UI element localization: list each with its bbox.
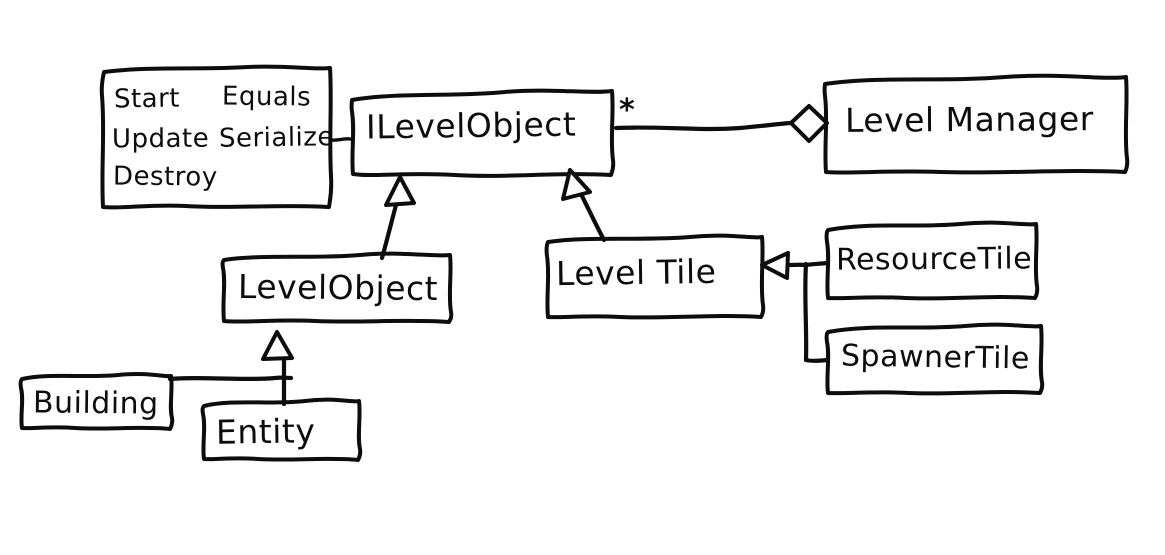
generalization-arrow-leveltile bbox=[561, 168, 592, 201]
generalization-arrow-levelobject bbox=[384, 175, 416, 207]
entity-box bbox=[200, 397, 363, 462]
class-label-entity: Entity bbox=[215, 411, 316, 452]
levelobject-box bbox=[220, 251, 454, 324]
tile-elbow-vertical bbox=[803, 261, 809, 363]
class-label-building: Building bbox=[32, 385, 159, 422]
generalization-line-spawnertile bbox=[803, 357, 830, 363]
aggregation-diamond bbox=[789, 104, 829, 143]
spawnertile-box bbox=[824, 322, 1045, 396]
building-box bbox=[18, 372, 175, 431]
subclass-bar-horizontal bbox=[167, 375, 294, 382]
class-label-spawnertile: SpawnerTile bbox=[840, 338, 1031, 377]
leveltile-box bbox=[544, 233, 766, 320]
note-anchor-line bbox=[329, 137, 352, 142]
methods-note-box bbox=[99, 64, 334, 210]
class-label-levelmanager: Level Manager bbox=[844, 99, 1094, 140]
generalization-line-resourcetile bbox=[803, 260, 830, 268]
class-label-leveltile: Level Tile bbox=[555, 251, 717, 294]
note-method-start: Start bbox=[113, 83, 181, 115]
note-method-update: Update bbox=[111, 123, 210, 155]
levelmanager-box bbox=[822, 73, 1130, 175]
class-label-ilevelobject: ILevelObject bbox=[365, 104, 577, 147]
aggregation-line-levelmanager bbox=[613, 120, 793, 132]
class-label-levelobject: LevelObject bbox=[237, 266, 439, 309]
note-method-destroy: Destroy bbox=[112, 161, 218, 193]
multiplicity-star: * bbox=[619, 93, 636, 128]
generalization-arrow-levelobject-bottom bbox=[261, 330, 294, 361]
generalization-arrow-leveltile-right bbox=[760, 251, 790, 280]
resourcetile-box bbox=[824, 220, 1040, 301]
class-label-resourcetile: ResourceTile bbox=[835, 241, 1033, 278]
note-method-equals: Equals bbox=[221, 81, 312, 113]
ilevelobject-box bbox=[349, 88, 616, 178]
note-method-serialize: Serialize bbox=[218, 122, 335, 154]
